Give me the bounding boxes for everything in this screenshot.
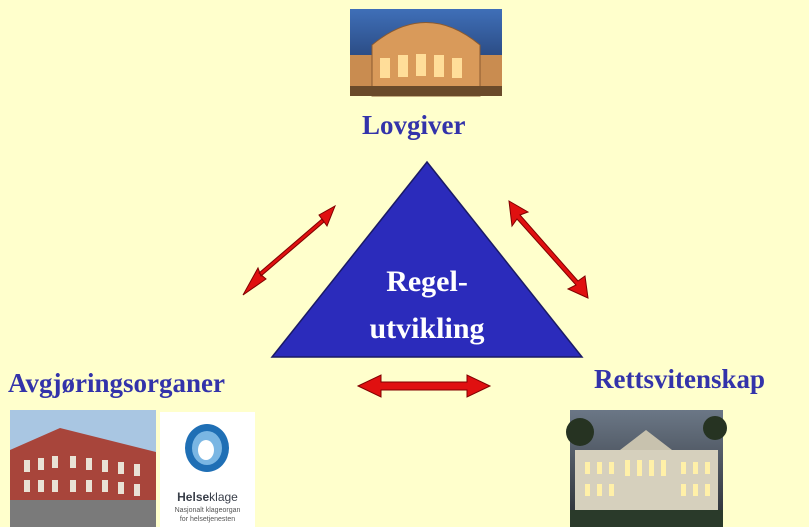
- helseklage-logo: Helseklage Nasjonalt klageorgan for hels…: [160, 412, 255, 527]
- logo-brand-light: klage: [209, 490, 238, 504]
- logo-subtitle-1: Nasjonalt klageorgan: [174, 507, 241, 514]
- center-label-line1: Regel-: [386, 265, 468, 298]
- rule-development-triangle: [270, 160, 584, 358]
- node-label-lovgiver: Lovgiver: [362, 110, 466, 140]
- university-building-photo: [566, 410, 727, 527]
- court-building-photo: [10, 410, 156, 527]
- arrow-top-to-right: [508, 200, 589, 299]
- helseklage-logo-icon: [185, 424, 229, 472]
- parliament-photo: [350, 9, 502, 97]
- node-label-rettsvitenskap: Rettsvitenskap: [594, 364, 766, 394]
- logo-brand-text: Helseklage: [160, 490, 255, 504]
- logo-brand-bold: Helse: [177, 490, 210, 504]
- arrow-left-to-right: [356, 374, 492, 398]
- node-label-avgjoringsorganer: Avgjøringsorganer: [8, 368, 225, 398]
- logo-subtitle-2: for helsetjenesten: [179, 516, 236, 523]
- center-label-line2: utvikling: [369, 312, 485, 345]
- arrow-left-to-top: [242, 204, 336, 296]
